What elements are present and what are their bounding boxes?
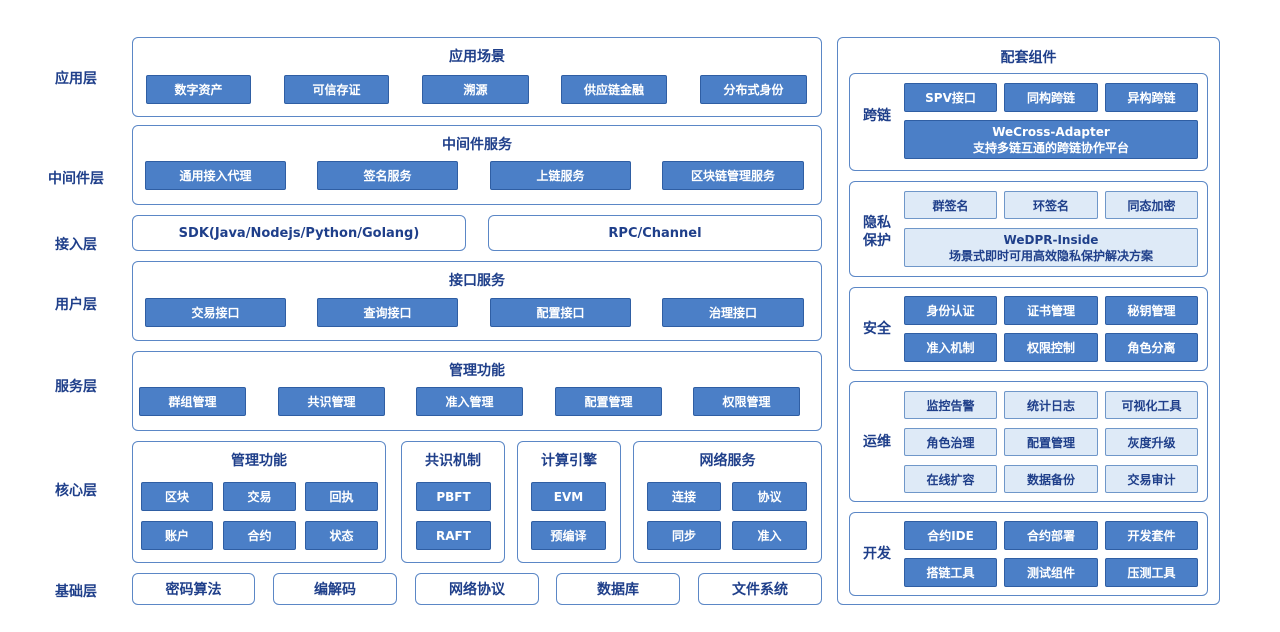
dev-item-stress: 压测工具 (1105, 558, 1198, 587)
interface-item-query: 查询接口 (317, 298, 458, 327)
core-item-block: 区块 (141, 482, 213, 511)
support-title: 配套组件 (1000, 50, 1057, 66)
security-item-admission: 准入机制 (904, 333, 997, 362)
base-item-codec: 编解码 (273, 573, 397, 605)
engine-item-evm: EVM (531, 482, 606, 511)
privacy-label-line-2: 保护 (863, 233, 891, 249)
dev-item-chain-tool: 搭链工具 (904, 558, 997, 587)
app-scene-title: 应用场景 (449, 49, 505, 65)
wedpr-inside-title: WeDPR-Inside (1003, 232, 1099, 247)
network-item-admission: 准入 (732, 521, 807, 550)
consensus-title: 共识机制 (425, 453, 481, 469)
wecross-adapter-title: WeCross-Adapter (992, 124, 1110, 139)
app-item-supply-chain-finance: 供应链金融 (561, 75, 667, 104)
security-item-cert: 证书管理 (1004, 296, 1098, 325)
wedpr-inside-box: WeDPR-Inside 场景式即时可用高效隐私保护解决方案 (904, 228, 1198, 267)
layer-label-access: 接入层 (55, 237, 97, 253)
core-item-state: 状态 (305, 521, 378, 550)
ops-item-monitor: 监控告警 (904, 391, 997, 419)
ops-item-scale: 在线扩容 (904, 465, 997, 493)
dev-item-deploy: 合约部署 (1004, 521, 1098, 550)
cross-item-homogeneous: 同构跨链 (1004, 83, 1098, 112)
mgmt-item-config: 配置管理 (555, 387, 662, 416)
mgmt-item-permission: 权限管理 (693, 387, 800, 416)
wecross-adapter-sub: 支持多链互通的跨链协作平台 (972, 140, 1129, 155)
mgmt-function-title: 管理功能 (449, 363, 505, 379)
consensus-item-raft: RAFT (416, 521, 491, 550)
interface-title: 接口服务 (449, 273, 505, 289)
network-item-sync: 同步 (647, 521, 721, 550)
security-label: 安全 (863, 321, 891, 337)
dev-label: 开发 (863, 546, 891, 562)
ops-item-log: 统计日志 (1004, 391, 1098, 419)
wedpr-inside-sub: 场景式即时可用高效隐私保护解决方案 (948, 248, 1153, 263)
security-item-permission: 权限控制 (1004, 333, 1098, 362)
ops-item-visual: 可视化工具 (1105, 391, 1198, 419)
ops-label: 运维 (863, 434, 891, 450)
cross-chain-label: 跨链 (863, 108, 891, 124)
engine-title: 计算引擎 (541, 453, 597, 469)
core-item-receipt: 回执 (305, 482, 378, 511)
dev-item-kit: 开发套件 (1105, 521, 1198, 550)
layer-label-middleware: 中间件层 (48, 171, 104, 187)
mgmt-item-group: 群组管理 (139, 387, 246, 416)
cross-item-spv: SPV接口 (904, 83, 997, 112)
interface-item-governance: 治理接口 (662, 298, 804, 327)
layer-label-app: 应用层 (55, 71, 97, 87)
middleware-item-onchain: 上链服务 (490, 161, 631, 190)
app-item-traceability: 溯源 (422, 75, 529, 104)
privacy-item-group-sign: 群签名 (904, 191, 997, 219)
middleware-item-proxy: 通用接入代理 (145, 161, 286, 190)
dev-item-test: 测试组件 (1004, 558, 1098, 587)
consensus-item-pbft: PBFT (416, 482, 491, 511)
access-sdk: SDK(Java/Nodejs/Python/Golang) (132, 215, 466, 251)
app-item-digital-asset: 数字资产 (146, 75, 251, 104)
base-item-filesystem: 文件系统 (698, 573, 822, 605)
app-item-notarization: 可信存证 (284, 75, 389, 104)
middleware-item-chain-mgmt: 区块链管理服务 (662, 161, 804, 190)
core-mgmt-title: 管理功能 (231, 453, 287, 469)
base-item-crypto: 密码算法 (132, 573, 255, 605)
layer-label-service: 服务层 (55, 379, 97, 395)
core-item-tx: 交易 (223, 482, 296, 511)
privacy-label: 隐私 保护 (855, 214, 899, 250)
layer-label-user: 用户层 (55, 297, 97, 313)
app-item-distributed-identity: 分布式身份 (700, 75, 807, 104)
network-item-protocol: 协议 (732, 482, 807, 511)
network-title: 网络服务 (699, 453, 756, 469)
middleware-title: 中间件服务 (442, 137, 512, 153)
ops-item-gray-upgrade: 灰度升级 (1105, 428, 1198, 456)
dev-item-ide: 合约IDE (904, 521, 997, 550)
ops-item-audit: 交易审计 (1105, 465, 1198, 493)
cross-item-heterogeneous: 异构跨链 (1105, 83, 1198, 112)
privacy-label-line-1: 隐私 (863, 215, 891, 231)
engine-item-precompiled: 预编译 (531, 521, 606, 550)
core-item-account: 账户 (141, 521, 213, 550)
layer-label-core: 核心层 (55, 483, 97, 499)
mgmt-item-access: 准入管理 (416, 387, 523, 416)
wecross-adapter-box: WeCross-Adapter 支持多链互通的跨链协作平台 (904, 120, 1198, 159)
network-item-connect: 连接 (647, 482, 721, 511)
base-item-database: 数据库 (556, 573, 680, 605)
security-item-key: 秘钥管理 (1105, 296, 1198, 325)
core-item-contract: 合约 (223, 521, 296, 550)
mgmt-item-consensus: 共识管理 (278, 387, 385, 416)
ops-item-config: 配置管理 (1004, 428, 1098, 456)
middleware-item-signature: 签名服务 (317, 161, 458, 190)
ops-item-role-gov: 角色治理 (904, 428, 997, 456)
security-item-role-separation: 角色分离 (1105, 333, 1198, 362)
ops-item-backup: 数据备份 (1004, 465, 1098, 493)
layer-label-base: 基础层 (55, 584, 97, 600)
privacy-item-ring-sign: 环签名 (1004, 191, 1098, 219)
interface-item-config: 配置接口 (490, 298, 631, 327)
interface-item-tx: 交易接口 (145, 298, 286, 327)
access-rpc: RPC/Channel (488, 215, 822, 251)
privacy-item-homomorphic: 同态加密 (1105, 191, 1198, 219)
base-item-network-protocol: 网络协议 (415, 573, 539, 605)
security-item-identity: 身份认证 (904, 296, 997, 325)
